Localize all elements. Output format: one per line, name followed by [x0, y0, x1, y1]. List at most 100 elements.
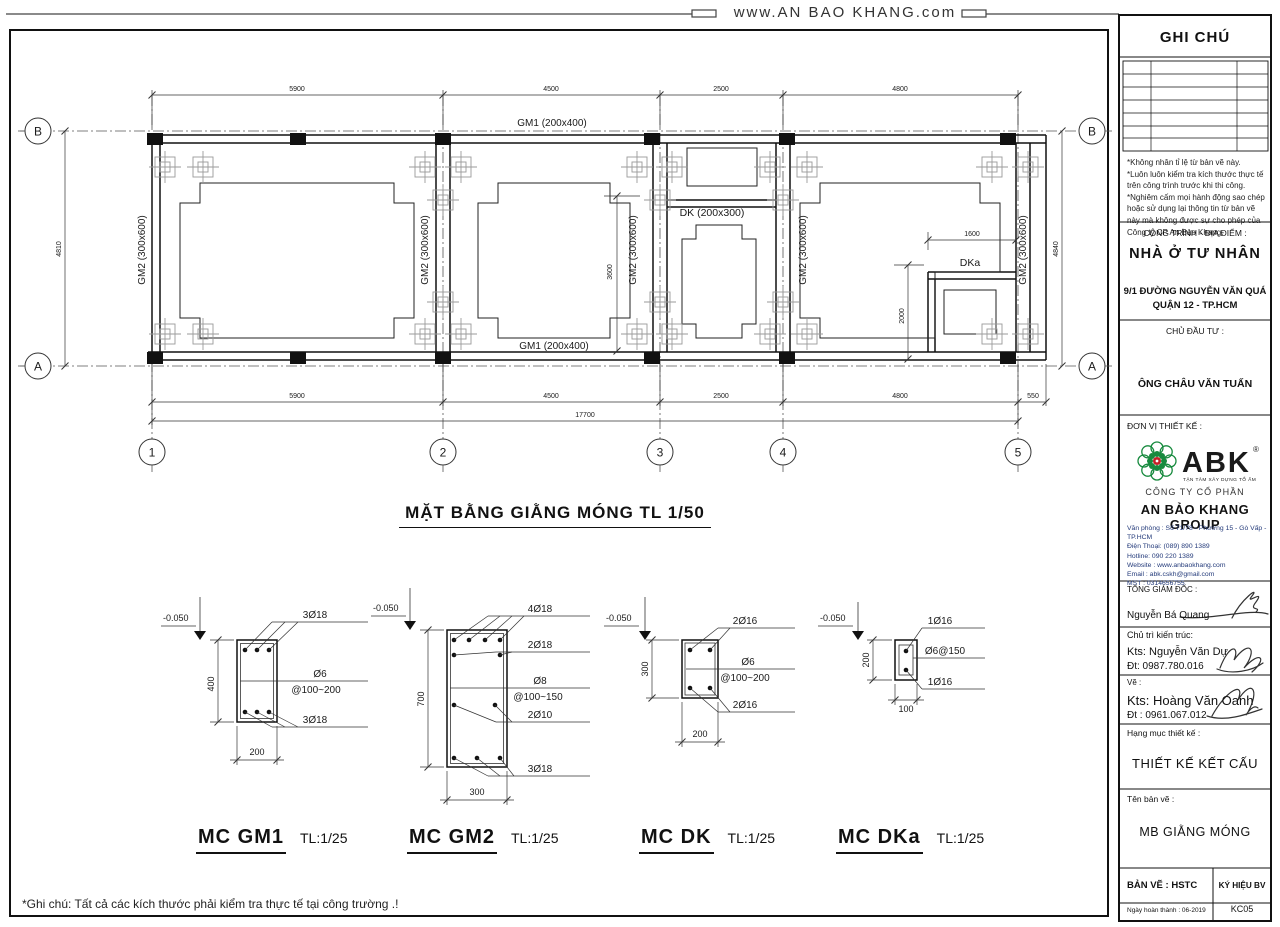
drafter-signature — [1206, 687, 1263, 719]
symbol-label: KÝ HIỆU BV — [1218, 881, 1266, 890]
label-gm2-2: GM2 (300x600) — [420, 215, 431, 284]
owner-label: CHỦ ĐẦU TƯ : — [1165, 326, 1225, 336]
director-name: Nguyễn Bá Quang — [1127, 610, 1210, 621]
company-website: Website : www.anbaokhang.com — [1127, 561, 1226, 569]
gm1-bottom-rebar: 3Ø18 — [303, 715, 328, 726]
date-label: Ngày hoàn thành : 06-2019 — [1127, 907, 1206, 914]
dk-level-symbol — [639, 631, 651, 640]
gm2-stirrup: Ø8 — [533, 676, 547, 687]
label-gm2-3: GM2 (300x600) — [628, 215, 639, 284]
grid-col-5: 5 — [1015, 446, 1022, 460]
grid-row-a-left: A — [34, 360, 42, 374]
dka-level-symbol — [852, 631, 864, 640]
designer-label: ĐƠN VỊ THIẾT KẾ : — [1127, 421, 1202, 431]
dim-bot-3: 2500 — [713, 393, 729, 400]
gm1-stirrup-spacing: @100~200 — [291, 685, 341, 696]
dk-bottom-rebar: 2Ø16 — [733, 700, 758, 711]
sheet-frame — [9, 29, 1109, 917]
section-scale: TL:1/25 — [300, 830, 348, 846]
dim-right: 4840 — [1053, 241, 1060, 257]
note-line: *Không nhân tỉ lệ từ bản vẽ này. — [1127, 158, 1241, 167]
dka-top-rebar: 1Ø16 — [928, 616, 953, 627]
note-line: *Luôn luôn kiểm tra kích thước thực tế t… — [1127, 169, 1264, 191]
director-label: TỔNG GIÁM ĐỐC : — [1127, 585, 1198, 594]
grid-col-1: 1 — [149, 446, 156, 460]
dim-bot-4: 4800 — [892, 393, 908, 400]
dka-height: 200 — [861, 652, 871, 667]
architect-label: Chủ trì kiến trúc: — [1127, 630, 1194, 640]
drawing-name-label: Tên bản vẽ : — [1127, 794, 1175, 804]
dim-top-1: 5900 — [289, 86, 305, 93]
gm2-level: -0.050 — [373, 603, 399, 613]
pile-caps — [148, 150, 1045, 351]
project-label: CÔNG TRÌNH - ĐỊA ĐIỂM : — [1143, 228, 1247, 238]
section-scale: TL:1/25 — [511, 830, 559, 846]
grid-col-3: 3 — [657, 446, 664, 460]
dim-total: 17700 — [575, 412, 595, 419]
note-line: *Nghiêm cấm mọi hành động sao chép hoặc … — [1127, 192, 1265, 237]
company-name: AN BẢO KHANG GROUP — [1140, 502, 1250, 532]
dim-bot-1: 5900 — [289, 393, 305, 400]
top-bar — [6, 9, 1119, 18]
gm2-height: 700 — [416, 691, 426, 706]
company-email: Email : abk.cskh@gmail.com — [1127, 570, 1215, 578]
drawing-name-value: MB GIẰNG MÓNG — [1139, 825, 1251, 839]
gm1-height: 400 — [206, 676, 216, 691]
signatures — [1179, 591, 1269, 719]
title-block-notes: *Không nhân tỉ lệ từ bản vẽ này. *Luôn l… — [1127, 157, 1267, 238]
dk-height: 300 — [640, 661, 650, 676]
architect-phone: Đt: 0987.780.016 — [1127, 661, 1204, 672]
grid-row-b-left: B — [34, 125, 42, 139]
grid-row-a-right: A — [1088, 360, 1096, 374]
gm1-stirrup: Ø6 — [313, 669, 327, 680]
drafter-name: Kts: Hoàng Văn Oanh — [1127, 693, 1254, 708]
gm2-top-rebar: 4Ø18 — [528, 604, 553, 615]
project-name: NHÀ Ở TƯ NHÂN — [1129, 246, 1261, 262]
director-signature — [1179, 591, 1269, 619]
company-hotline: Hotline: 090 220 1389 — [1127, 552, 1194, 560]
drafter-phone: Đt : 0961.067.012 — [1127, 710, 1207, 721]
label-gm2-4: GM2 (300x600) — [798, 215, 809, 284]
company-phone: Điện Thoại: (089) 890 1389 — [1127, 543, 1210, 551]
dim-dka-depth: 2000 — [899, 308, 906, 324]
dk-level: -0.050 — [606, 613, 632, 623]
abk-logo: ABK ® TẬN TÂM XÂY DỰNG TỔ ẤM — [1137, 441, 1259, 483]
sheet-footnote: *Ghi chú: Tất cả các kích thước phải kiể… — [22, 897, 399, 911]
dka-stirrup: Ø6@150 — [925, 646, 966, 657]
architect-signature — [1216, 647, 1264, 673]
title-block-header: GHI CHÚ — [1159, 29, 1231, 46]
section-mc-gm1: -0.050 3Ø18 Ø6 @100~200 3Ø18 400 200 — [161, 597, 368, 765]
sheet-code: KC05 — [1230, 904, 1254, 914]
section-mc-gm2: -0.050 4Ø18 2Ø18 — [371, 588, 590, 805]
owner-name: ÔNG CHÂU VĂN TUẤN — [1137, 378, 1253, 390]
gm1-level-symbol — [194, 631, 206, 640]
dka-bottom-rebar: 1Ø16 — [928, 677, 953, 688]
category-label: Hạng mục thiết kế : — [1127, 728, 1201, 738]
foundation-plan: 5900 4500 2500 4800 5900 4500 2500 4800 … — [18, 86, 1112, 472]
gm2-mid-rebar: 2Ø10 — [528, 710, 553, 721]
company-info: Văn phòng : Số 71/78 - Phường 15 - Gò Vấ… — [1127, 524, 1267, 588]
section-title-dk: MC DK TL:1/25 — [639, 826, 775, 854]
label-gm1-top: GM1 (200x400) — [517, 118, 586, 129]
label-gm2-5: GM2 (300x600) — [1018, 215, 1029, 284]
section-name: MC DK — [639, 826, 714, 854]
section-scale: TL:1/25 — [936, 830, 985, 846]
section-name: MC GM2 — [407, 826, 497, 854]
company-type: CÔNG TY CỔ PHẦN — [1145, 487, 1245, 497]
gm2-width: 300 — [469, 787, 484, 797]
dim-bot-2: 4500 — [543, 393, 559, 400]
gm1-level: -0.050 — [163, 613, 189, 623]
gm1-width: 200 — [249, 747, 264, 757]
architect-name: Kts: Nguyễn Văn Dự — [1127, 646, 1228, 658]
section-name: MC DKa — [836, 826, 923, 854]
company-office: Văn phòng : Số 71/78 - Phường 15 - Gò Vấ… — [1127, 525, 1267, 542]
gm1-top-rebar: 3Ø18 — [303, 610, 328, 621]
title-block: GHI CHÚ *Không nhân tỉ lệ từ bản vẽ này.… — [1119, 15, 1271, 921]
gm2-top-rebar2: 2Ø18 — [528, 640, 553, 651]
grid-col-2: 2 — [440, 446, 447, 460]
dka-level: -0.050 — [820, 613, 846, 623]
section-mc-dk: -0.050 2Ø16 Ø6 @100~200 2Ø16 300 200 — [604, 597, 795, 747]
dk-width: 200 — [692, 729, 707, 739]
dim-top-2: 4500 — [543, 86, 559, 93]
